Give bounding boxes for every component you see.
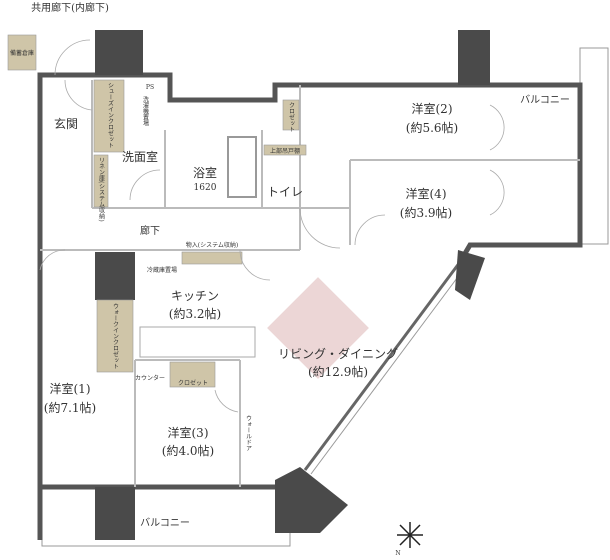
column <box>95 252 135 300</box>
balcony-bottom-label: バルコニー <box>140 517 190 529</box>
balcony-right <box>579 47 609 245</box>
column <box>95 487 135 540</box>
balcony-right-label: バルコニー <box>520 94 570 106</box>
washer-label: 洗濯機置場 <box>142 95 149 127</box>
column <box>275 467 348 533</box>
hall-label: 廊下 <box>140 224 160 237</box>
balcony-bottom <box>41 487 291 547</box>
kitchen-label: キッチン <box>171 289 219 303</box>
linen-storage <box>93 154 109 208</box>
compass-rose-icon <box>397 522 423 548</box>
ps-label: PS <box>146 84 154 91</box>
emergency-storage <box>7 34 37 71</box>
closet-kitchen <box>169 361 216 388</box>
living-area: (約12.9帖) <box>308 364 368 379</box>
column <box>95 30 143 75</box>
western4-area: (約3.9帖) <box>400 205 452 220</box>
kitchen-closet-label: クロゼット <box>178 379 208 387</box>
western1-label: 洋室(1) <box>50 381 91 396</box>
wall-door-label: ウォールドア <box>245 415 252 451</box>
kitchen-area: (約3.2帖) <box>169 306 221 321</box>
fridge-label: 冷蔵庫置場 <box>147 266 177 274</box>
toilet-label: トイレ <box>267 185 303 199</box>
upper-cabinet-label: 上部吊戸棚 <box>270 147 300 155</box>
shoes-closet <box>93 79 125 153</box>
closet-upper <box>282 99 300 131</box>
compass-north-label: N <box>395 550 400 557</box>
emergency-storage-label: 備蓄倉庫 <box>10 49 34 57</box>
western2-area: (約5.6帖) <box>406 120 458 135</box>
counter-label: カウンター <box>135 374 165 382</box>
column <box>458 30 490 85</box>
window-sash <box>310 265 467 475</box>
storage-label: 物入(システム収納) <box>186 241 239 249</box>
entrance-label: 玄関 <box>54 116 78 131</box>
doors <box>39 39 505 413</box>
western2-label: 洋室(2) <box>412 101 453 116</box>
western4-label: 洋室(4) <box>406 186 447 201</box>
bath-label: 浴室 <box>193 165 217 180</box>
walkin-label: ウォークインクロゼット <box>112 303 119 369</box>
walkin-closet <box>96 299 134 373</box>
bath-size: 1620 <box>194 183 217 193</box>
storage-system <box>181 251 243 265</box>
linen-label: リネン庫(システム収納) <box>98 157 105 222</box>
corridor-label: 共用廊下(内廊下) <box>31 1 109 14</box>
bathtub <box>227 136 257 198</box>
upper-cabinet <box>263 144 307 156</box>
washroom-label: 洗面室 <box>122 149 158 164</box>
western1-area: (約7.1帖) <box>44 400 96 415</box>
western3-label: 洋室(3) <box>168 425 209 440</box>
closet-label: クロゼット <box>288 102 295 132</box>
interior-walls <box>40 80 580 487</box>
diagonal-window-wall <box>303 261 462 471</box>
western3-area: (約4.0帖) <box>162 443 214 458</box>
living-highlight <box>267 277 369 379</box>
living-label: リビング・ダイニング <box>278 346 398 361</box>
column <box>455 250 485 300</box>
kitchen-counter <box>139 326 256 358</box>
shoes-closet-label: シューズインクロゼット <box>107 82 114 148</box>
